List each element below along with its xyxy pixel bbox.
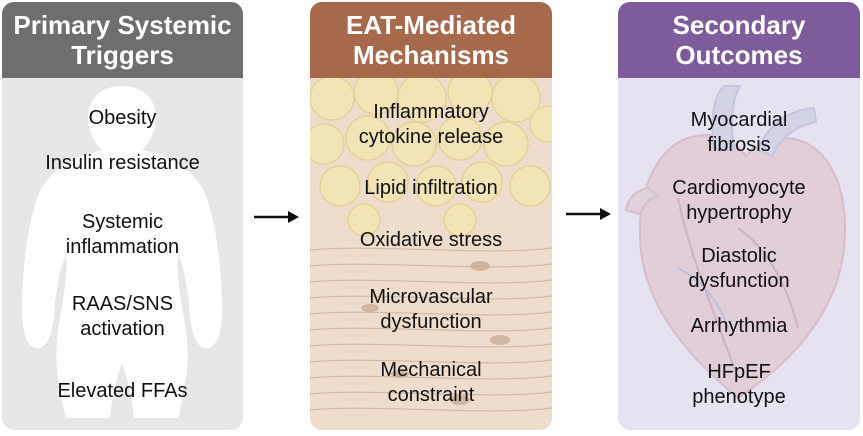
mechanism-item-3: Oxidative stress: [359, 229, 503, 251]
trigger-item-1: Obesity: [88, 107, 157, 129]
mechanisms-body: Inflammatory cytokine release Lipid infi…: [310, 78, 552, 430]
mechanism-item-5: Mechanical constraint: [380, 359, 482, 406]
human-silhouette-icon: [22, 86, 222, 418]
triggers-header: Primary Systemic Triggers: [2, 2, 243, 78]
mechanisms-title-line-1: EAT-Mediated: [346, 10, 516, 40]
trigger-item-3: Systemic inflammation: [65, 211, 180, 258]
triggers-title-line-1: Primary Systemic: [13, 10, 232, 40]
adipose-tissue-icon: [310, 78, 552, 412]
mechanisms-header: EAT-Mediated Mechanisms: [310, 2, 552, 78]
outcomes-header: Secondary Outcomes: [618, 2, 860, 78]
mechanism-item-2: Lipid infiltration: [364, 177, 498, 199]
outcome-item-5: HFpEF phenotype: [692, 361, 786, 408]
heart-icon: [624, 85, 846, 400]
mechanisms-title-line-2: Mechanisms: [352, 40, 510, 70]
mechanisms-panel: EAT-Mediated Mechanisms: [310, 2, 552, 430]
outcomes-title-line-1: Secondary: [672, 10, 806, 40]
trigger-item-2: Insulin resistance: [45, 152, 200, 174]
outcome-item-2: Cardiomyocyte hypertrophy: [672, 177, 806, 224]
mechanism-item-4: Microvascular dysfunction: [369, 286, 493, 333]
trigger-item-4: RAAS/SNS activation: [71, 293, 174, 340]
triggers-body: Obesity Insulin resistance Systemic infl…: [2, 78, 243, 430]
outcomes-title-line-2: Outcomes: [675, 40, 803, 70]
outcome-item-3: Diastolic dysfunction: [688, 245, 790, 292]
triggers-panel: Primary Systemic Triggers Obesity Insuli…: [2, 2, 243, 430]
triggers-title-line-2: Triggers: [71, 40, 174, 70]
outcomes-panel: Secondary Outcomes Myocardial fibrosis C…: [618, 2, 860, 430]
arrow-right-icon: [566, 208, 611, 220]
mechanism-item-1: Inflammatory cytokine release: [358, 101, 504, 148]
trigger-item-5: Elevated FFAs: [57, 380, 188, 402]
arrow-right-icon: [254, 211, 299, 223]
outcome-item-4: Arrhythmia: [690, 315, 788, 337]
outcome-item-1: Myocardial fibrosis: [690, 109, 788, 156]
outcomes-body: Myocardial fibrosis Cardiomyocyte hypert…: [618, 78, 860, 430]
